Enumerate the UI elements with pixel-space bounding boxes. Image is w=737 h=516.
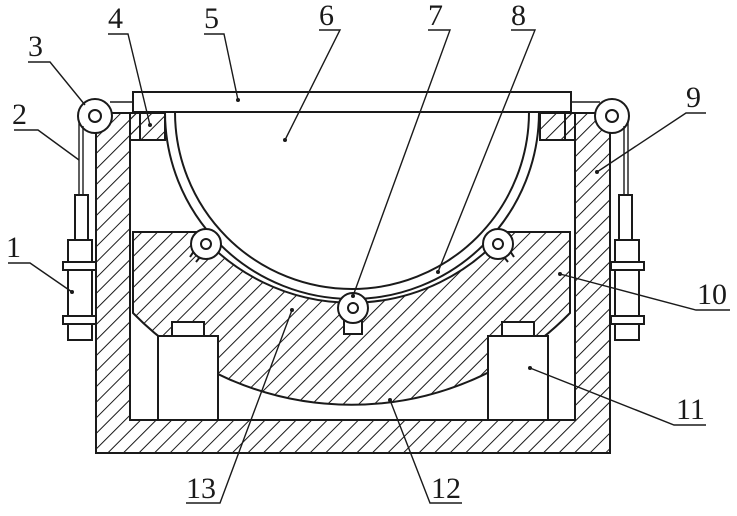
callout-7: 7 — [428, 0, 443, 32]
right-actuator — [611, 195, 644, 340]
callout-5: 5 — [204, 2, 219, 35]
callout-8: 8 — [511, 0, 526, 32]
callout-3: 3 — [28, 30, 43, 63]
callout-11: 11 — [676, 393, 705, 426]
callout-10: 10 — [697, 278, 727, 311]
left-actuator — [63, 195, 96, 340]
callout-4: 4 — [108, 2, 123, 35]
callout-13: 13 — [186, 472, 216, 505]
callout-1: 1 — [6, 231, 21, 264]
right-corner-lip — [540, 113, 575, 140]
callout-6: 6 — [319, 0, 334, 32]
callout-12: 12 — [431, 472, 461, 505]
callout-9: 9 — [686, 81, 701, 114]
top-cover-bar — [133, 92, 571, 112]
callout-2: 2 — [12, 98, 27, 131]
left-support-block — [158, 322, 218, 420]
